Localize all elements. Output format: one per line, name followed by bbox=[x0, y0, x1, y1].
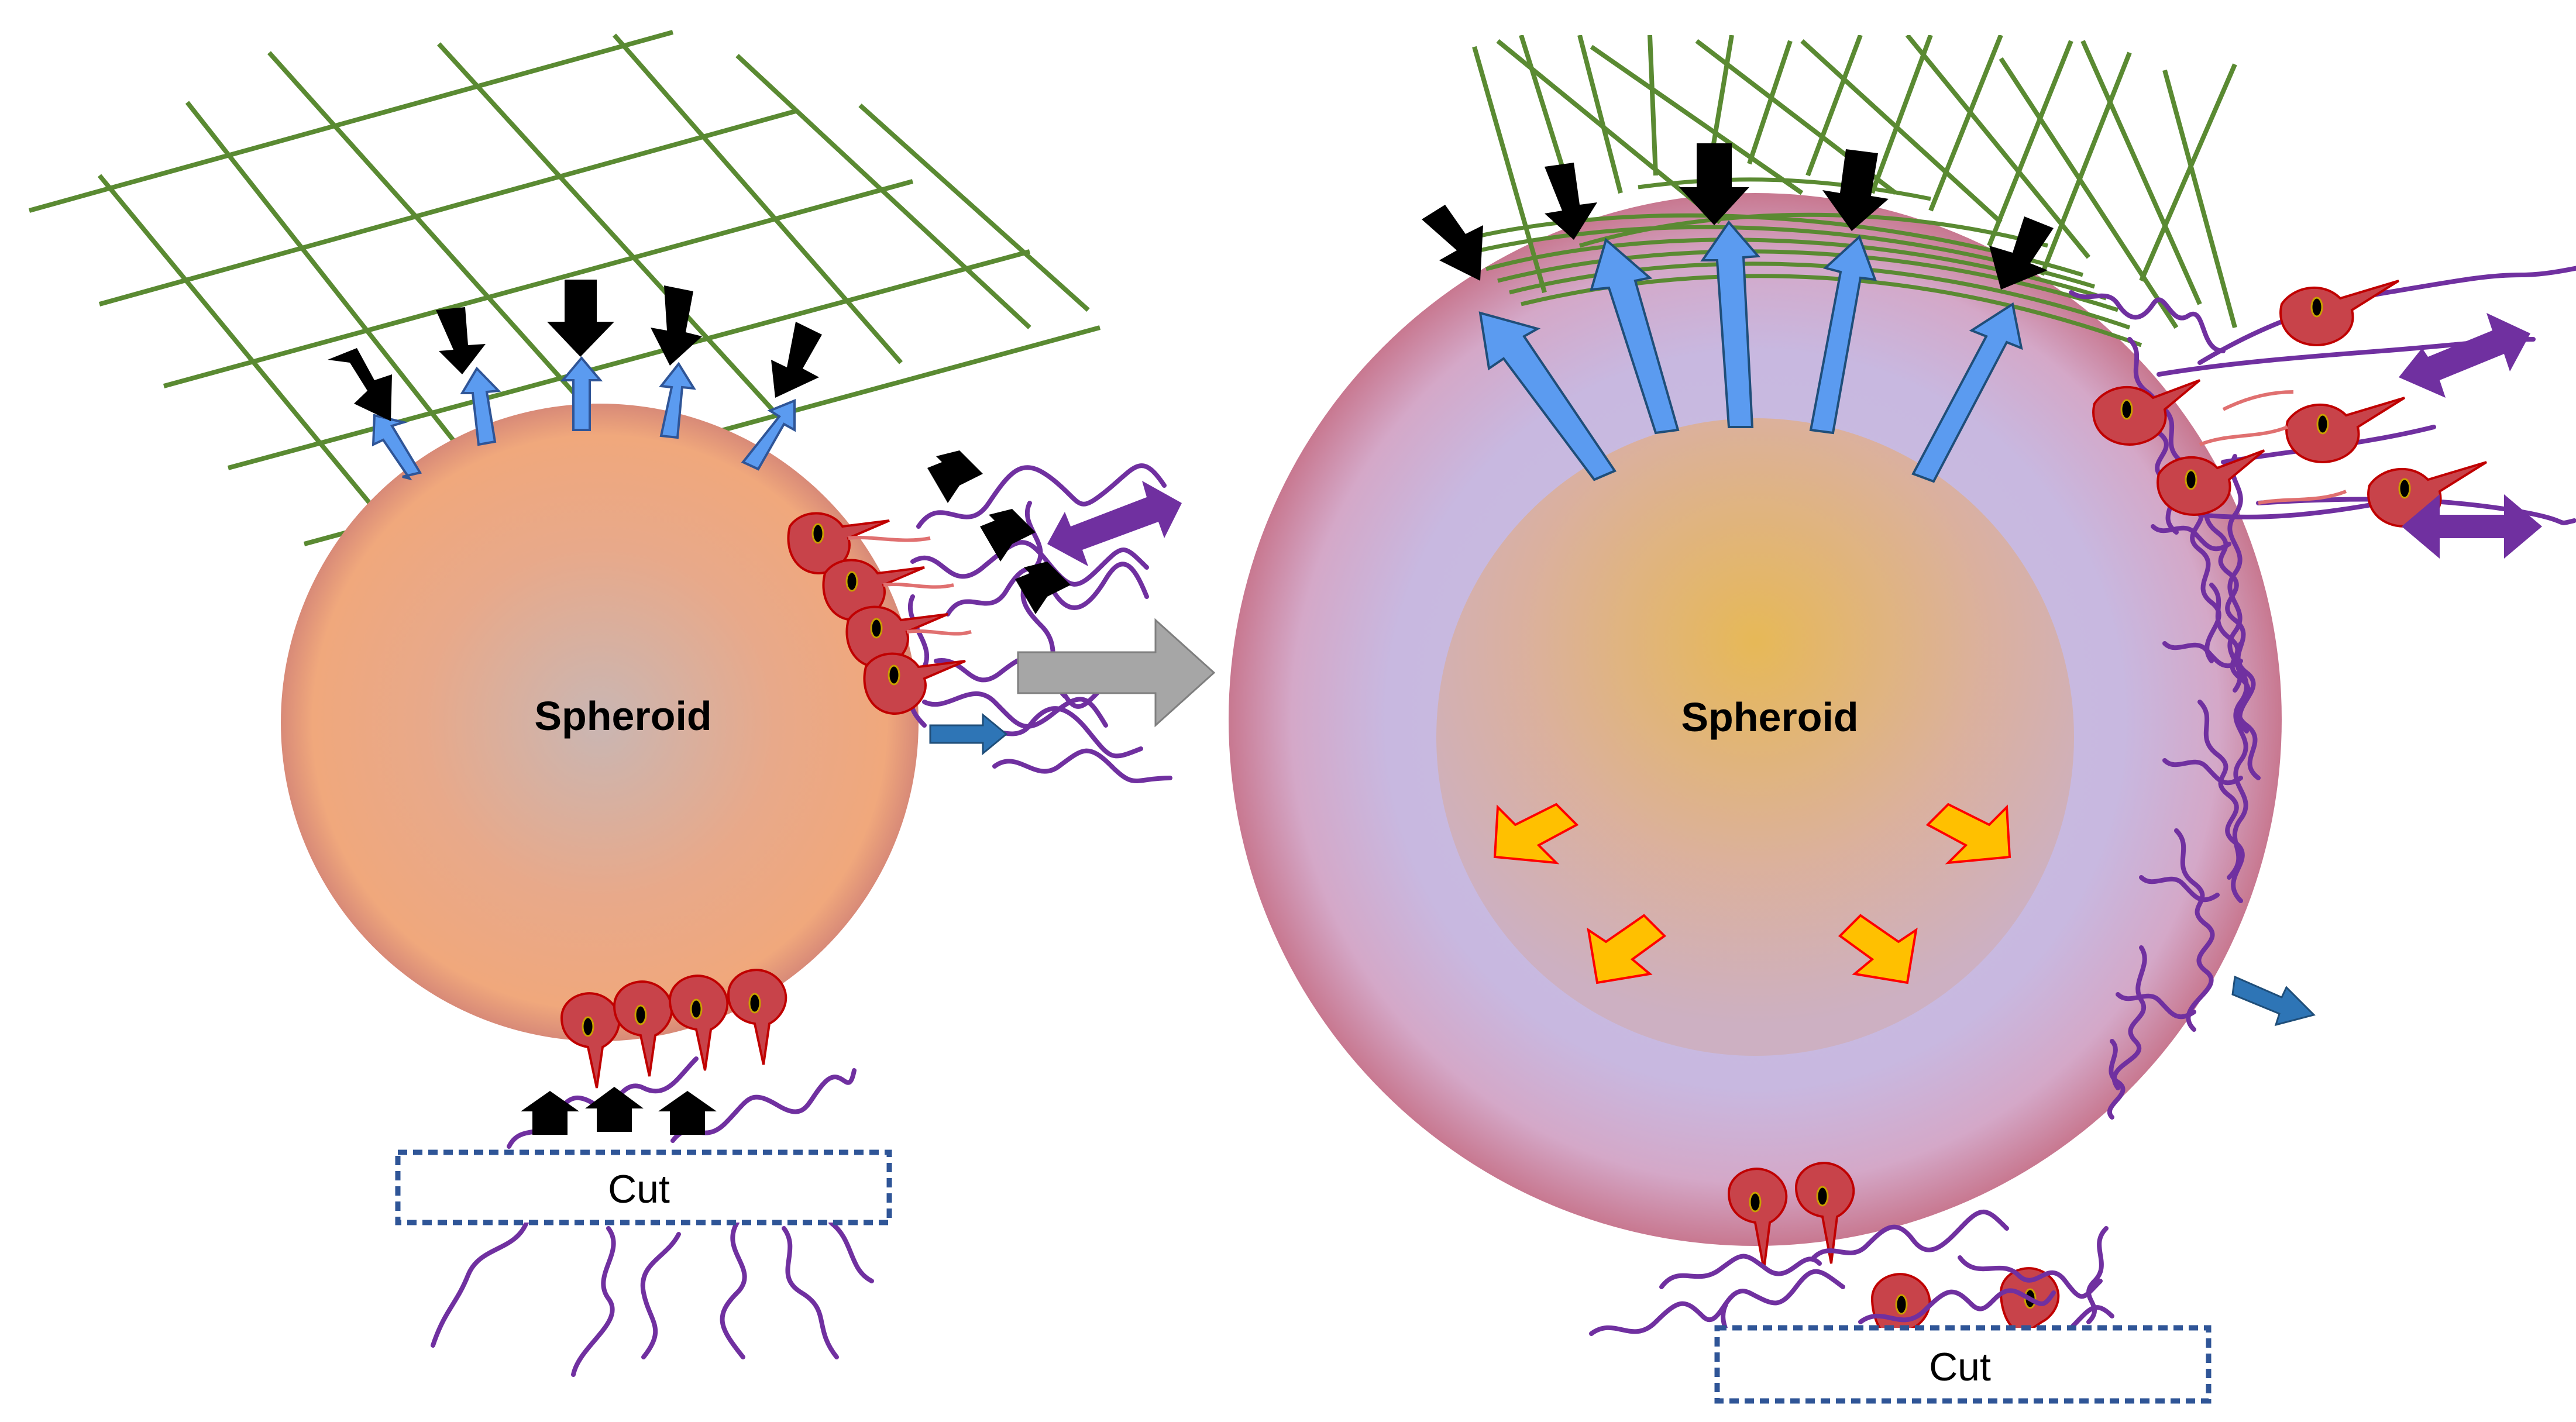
right-expansion-arrows bbox=[1493, 803, 2011, 984]
push-arrow-icon bbox=[658, 1091, 717, 1135]
cell-icon bbox=[2092, 379, 2201, 446]
push-arrow-icon bbox=[1545, 163, 1597, 240]
cell-icon bbox=[727, 969, 787, 1065]
push-arrow-icon bbox=[521, 1091, 579, 1135]
cell-icon bbox=[1794, 1162, 1855, 1264]
growth-arrow-icon bbox=[460, 366, 501, 446]
transition-arrow-icon bbox=[1017, 618, 1216, 728]
left-cut-label: Cut bbox=[608, 1167, 670, 1211]
push-arrow-icon bbox=[1422, 205, 1483, 281]
push-arrow-icon bbox=[328, 348, 392, 421]
right-panel: Spheroid Cut bbox=[1229, 35, 2576, 1404]
push-arrow-icon bbox=[927, 450, 983, 503]
right-spheroid-core bbox=[1436, 418, 2074, 1056]
migration-arrow-icon bbox=[2399, 313, 2530, 398]
growth-arrow-icon bbox=[560, 356, 603, 431]
right-growth-arrows bbox=[1478, 220, 2023, 483]
migration-arrow-icon bbox=[1047, 481, 1182, 566]
push-arrow-icon bbox=[651, 285, 702, 366]
right-cut-box: Cut bbox=[1714, 1325, 2212, 1404]
left-growth-arrows bbox=[372, 356, 796, 481]
right-ecm-mesh bbox=[1472, 35, 2237, 329]
push-arrow-icon bbox=[980, 509, 1036, 562]
growth-arrow-icon bbox=[1809, 235, 1877, 435]
cell-icon bbox=[613, 980, 673, 1077]
expansion-arrow-icon bbox=[1838, 914, 1918, 984]
push-arrow-icon bbox=[585, 1087, 644, 1132]
invasion-arrow-icon bbox=[929, 712, 1008, 756]
left-spheroid bbox=[281, 404, 919, 1041]
growth-arrow-icon bbox=[1700, 220, 1761, 428]
right-migration-arrows bbox=[2399, 313, 2542, 559]
cell-icon bbox=[822, 559, 925, 622]
push-arrow-icon bbox=[547, 280, 614, 357]
cell-icon bbox=[863, 652, 966, 715]
push-arrow-icon bbox=[1015, 562, 1071, 614]
push-arrow-icon bbox=[1822, 149, 1889, 231]
right-spheroid-label: Spheroid bbox=[1681, 694, 1858, 740]
right-collagen-fibers-bottom bbox=[1589, 1209, 2114, 1365]
left-cut-box: Cut bbox=[395, 1149, 892, 1225]
push-arrow-icon bbox=[771, 322, 822, 398]
right-cells-right bbox=[2092, 280, 2488, 528]
cell-icon bbox=[2157, 449, 2265, 517]
migration-arrow-icon bbox=[2402, 494, 2542, 559]
growth-arrow-icon bbox=[1590, 237, 1680, 435]
cell-icon bbox=[668, 975, 729, 1071]
push-arrow-icon bbox=[1989, 216, 2054, 290]
expansion-arrow-icon bbox=[1925, 803, 2011, 865]
left-panel: Spheroid Cut bbox=[28, 30, 1216, 1377]
invasion-arrow-icon bbox=[2231, 975, 2316, 1027]
right-cut-label: Cut bbox=[1929, 1345, 1991, 1389]
growth-arrow-icon bbox=[372, 414, 422, 481]
right-collagen-fibers-edge bbox=[2069, 290, 2261, 1120]
cell-icon bbox=[1727, 1168, 1788, 1270]
growth-arrow-icon bbox=[659, 361, 696, 439]
push-arrow-icon bbox=[436, 307, 486, 374]
expansion-arrow-icon bbox=[1587, 914, 1667, 984]
cell-icon bbox=[2279, 280, 2400, 347]
left-push-arrows-right bbox=[927, 450, 1071, 614]
cell-icon bbox=[2285, 397, 2406, 464]
left-spheroid-label: Spheroid bbox=[534, 693, 711, 739]
growth-arrow-icon bbox=[1911, 302, 2023, 483]
left-push-arrows bbox=[328, 280, 822, 421]
left-push-arrows-bottom bbox=[521, 1087, 717, 1135]
right-push-arrows bbox=[1422, 143, 2054, 290]
push-arrow-icon bbox=[1679, 143, 1749, 225]
cell-icon bbox=[845, 605, 948, 669]
right-cells-bottom bbox=[1727, 1162, 2060, 1341]
growth-arrow-icon bbox=[741, 399, 796, 471]
cell-icon bbox=[560, 992, 621, 1089]
growth-arrow-icon bbox=[1478, 311, 1617, 481]
expansion-arrow-icon bbox=[1493, 803, 1579, 865]
cell-icon bbox=[1870, 1273, 1931, 1341]
left-cells-bottom bbox=[560, 969, 787, 1089]
left-cells-right bbox=[787, 512, 972, 715]
cell-icon bbox=[787, 512, 890, 575]
